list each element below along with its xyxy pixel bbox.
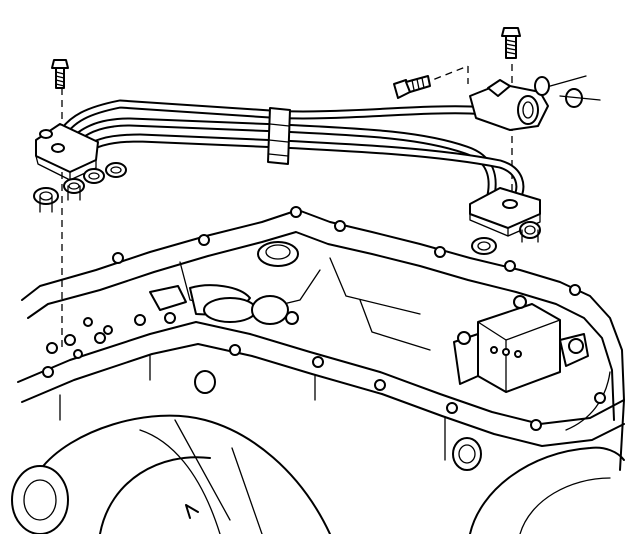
cooler-line-bracket bbox=[453, 295, 589, 393]
flange-bolt-holes bbox=[42, 206, 606, 431]
right-pipe-flange bbox=[469, 187, 541, 237]
stud-right bbox=[534, 75, 601, 108]
transaxle-housing bbox=[11, 206, 625, 534]
left-pipe-flange bbox=[35, 123, 99, 181]
oil-cooler-pipes bbox=[55, 95, 535, 205]
bolt-horizontal bbox=[393, 75, 431, 99]
pipe-clamp bbox=[267, 107, 291, 165]
bolt-right-top bbox=[501, 27, 521, 59]
cooler-line-fitting bbox=[469, 79, 549, 131]
direction-arrow bbox=[185, 504, 199, 519]
seal-washers bbox=[33, 162, 541, 255]
bolt-left-top bbox=[51, 59, 69, 89]
